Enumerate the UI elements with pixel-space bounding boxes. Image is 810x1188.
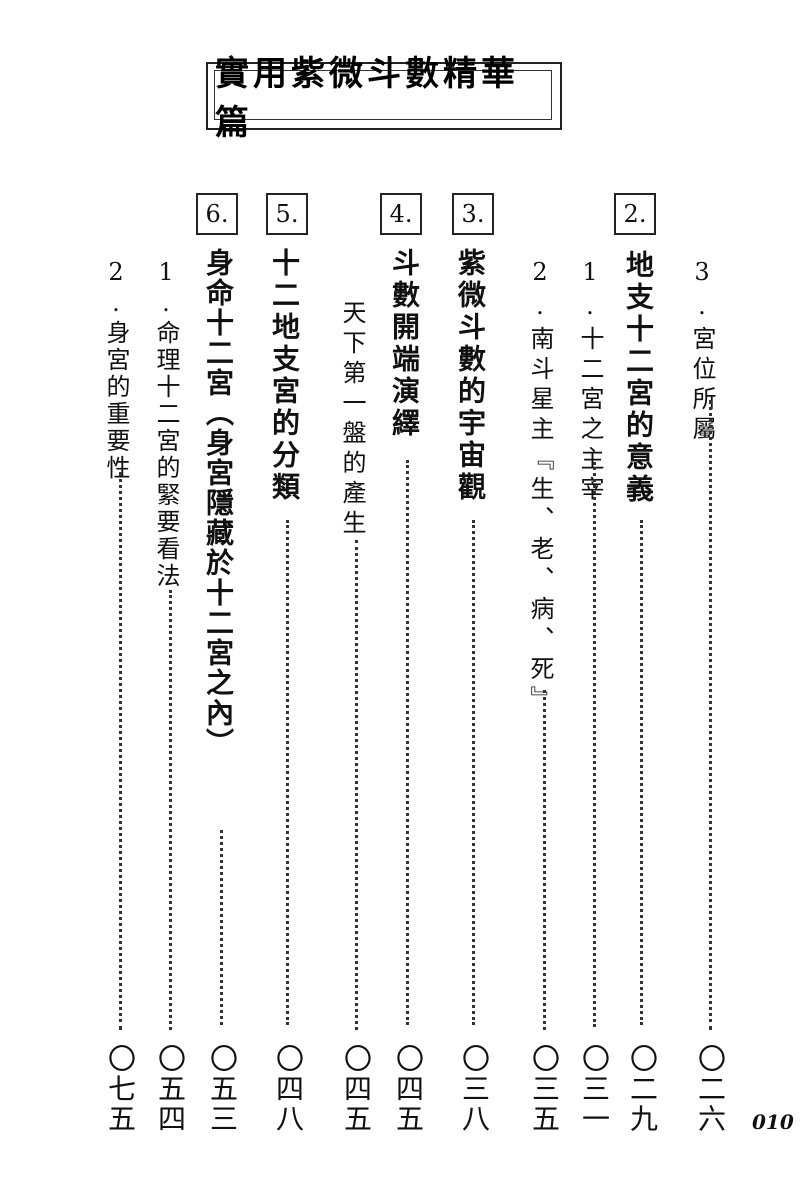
- leader-dots: [119, 472, 122, 1030]
- toc-entry[interactable]: 天下第一盤的產生: [338, 300, 382, 540]
- toc-entry-page: 〇五三: [206, 1044, 239, 1134]
- leader-dots: [472, 520, 475, 1025]
- section-number-4: 4.: [380, 193, 426, 239]
- toc-entry-label: 2.南斗星主『生、老、病、死』: [526, 258, 554, 716]
- section-number-6: 6.: [196, 193, 242, 239]
- toc-entry-label: 紫微斗數的宇宙觀: [454, 248, 487, 504]
- header-title-box: 實用紫微斗數精華篇: [214, 54, 552, 143]
- toc-entry-label: 身命十二宮（身宮隱藏於十二宮之內）: [202, 248, 235, 758]
- section-number-2: 2.: [614, 193, 660, 239]
- toc-entry-label: 天下第一盤的產生: [338, 300, 366, 540]
- toc-entry-label: 地支十二宮的意義: [622, 250, 655, 506]
- toc-entry[interactable]: 身命十二宮（身宮隱藏於十二宮之內）: [202, 248, 246, 758]
- leader-dots: [709, 400, 712, 1030]
- toc-entry-page: 〇二六: [694, 1044, 727, 1134]
- toc-entry-page: 〇五四: [154, 1044, 187, 1134]
- toc-entry-label: 1.十二宮之主宰: [576, 258, 604, 506]
- toc-entry-label: 斗數開端演繹: [388, 248, 421, 440]
- leader-dots: [355, 540, 358, 1030]
- toc-entry[interactable]: 地支十二宮的意義: [622, 250, 666, 506]
- leader-dots: [640, 520, 643, 1025]
- toc-entry-page: 〇三八: [458, 1044, 491, 1134]
- section-number-3: 3.: [452, 193, 498, 239]
- toc-entry[interactable]: 紫微斗數的宇宙觀: [454, 248, 498, 504]
- header-frame: [206, 62, 562, 130]
- leader-dots: [220, 830, 223, 1025]
- toc-entry-label: 1.命理十二宮的緊要看法: [152, 258, 180, 590]
- toc-entry-page: 〇四五: [392, 1044, 425, 1134]
- leader-dots: [406, 460, 409, 1025]
- toc-entry[interactable]: 1.命理十二宮的緊要看法: [152, 258, 196, 590]
- toc-entry-page: 〇三一: [578, 1044, 611, 1134]
- toc-entry-label: 十二地支宮的分類: [268, 248, 301, 504]
- toc-entry[interactable]: 2.身宮的重要性: [102, 258, 146, 482]
- leader-dots: [543, 690, 546, 1030]
- toc-entry-page: 〇三五: [528, 1044, 561, 1134]
- section-number-5: 5.: [266, 193, 312, 239]
- toc-entry[interactable]: 2.南斗星主『生、老、病、死』: [526, 258, 570, 716]
- leader-dots: [286, 520, 289, 1025]
- toc-entry[interactable]: 十二地支宮的分類: [268, 248, 312, 504]
- toc-entry-page: 〇四八: [272, 1044, 305, 1134]
- book-title: 實用紫微斗數精華篇: [215, 54, 519, 143]
- toc-entry-page: 〇四五: [340, 1044, 373, 1134]
- toc-entry-label: 2.身宮的重要性: [102, 258, 130, 482]
- toc-entry-page: 〇二九: [626, 1044, 659, 1134]
- leader-dots: [593, 462, 596, 1027]
- toc-entry[interactable]: 斗數開端演繹: [388, 248, 432, 440]
- toc-entry[interactable]: 1.十二宮之主宰: [576, 258, 620, 506]
- leader-dots: [169, 590, 172, 1030]
- toc-entry-page: 〇七五: [104, 1044, 137, 1134]
- page-number: 010: [752, 1110, 794, 1134]
